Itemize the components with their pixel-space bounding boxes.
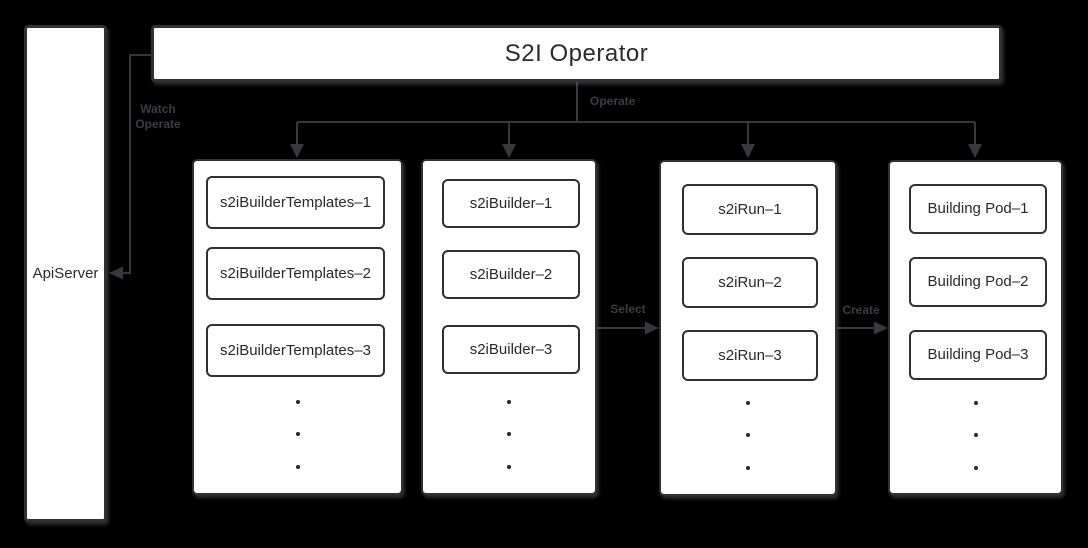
s2i-run-group: s2iRun–1 s2iRun–2 s2iRun–3 bbox=[659, 160, 837, 496]
building-pod-group: Building Pod–1 Building Pod–2 Building P… bbox=[888, 160, 1063, 495]
arrowhead-right bbox=[874, 321, 888, 335]
s2i-run-node: s2iRun–3 bbox=[682, 330, 818, 381]
ellipsis-dot bbox=[507, 465, 511, 469]
node-label: Building Pod–2 bbox=[927, 273, 1029, 291]
s2i-builder-templates-group: s2iBuilderTemplates–1 s2iBuilderTemplate… bbox=[192, 159, 403, 495]
watch-operate-label: Watch Operate bbox=[135, 102, 180, 132]
arrowhead-down bbox=[968, 144, 982, 158]
ellipsis-dot bbox=[507, 432, 511, 436]
node-label: s2iBuilder–1 bbox=[469, 194, 553, 212]
ellipsis-dot bbox=[746, 433, 750, 437]
ellipsis-dot bbox=[295, 432, 300, 436]
ellipsis-dot bbox=[295, 400, 300, 404]
s2i-builder-node: s2iBuilder–2 bbox=[442, 250, 580, 299]
s2i-builder-templates-node: s2iBuilderTemplates–3 bbox=[206, 324, 385, 377]
select-label: Select bbox=[610, 302, 646, 316]
operate-distribution-connector bbox=[290, 82, 982, 158]
node-label: s2iBuilder–2 bbox=[469, 265, 553, 283]
create-label: Create bbox=[842, 303, 880, 317]
operate-label: Operate bbox=[590, 94, 636, 108]
arrowhead-down bbox=[502, 144, 516, 158]
watch-operate-connector bbox=[109, 54, 151, 280]
ellipsis-dot bbox=[973, 401, 978, 405]
node-label: Building Pod–3 bbox=[927, 346, 1029, 364]
s2i-run-node: s2iRun–1 bbox=[682, 184, 818, 235]
node-label: s2iBuilder–3 bbox=[469, 340, 553, 358]
node-label: s2iBuilderTemplates–3 bbox=[220, 341, 371, 359]
s2i-builder-node: s2iBuilder–3 bbox=[442, 325, 580, 374]
apiserver-label: ApiServer bbox=[32, 265, 99, 282]
node-label: s2iRun–2 bbox=[718, 273, 782, 291]
s2i-builder-templates-node: s2iBuilderTemplates–1 bbox=[206, 176, 385, 229]
arrowhead-down bbox=[741, 144, 755, 158]
s2i-operator-title: S2I Operator bbox=[504, 39, 649, 67]
arrowhead-down bbox=[290, 144, 304, 158]
s2i-builder-node: s2iBuilder–1 bbox=[442, 179, 580, 228]
apiserver-node: ApiServer bbox=[24, 25, 107, 522]
node-label: s2iRun–1 bbox=[718, 200, 782, 218]
s2i-builder-group: s2iBuilder–1 s2iBuilder–2 s2iBuilder–3 bbox=[421, 159, 597, 495]
ellipsis-dot bbox=[973, 433, 978, 437]
ellipsis-dot bbox=[746, 466, 750, 470]
node-label: Building Pod–1 bbox=[927, 200, 1029, 218]
ellipsis-dot bbox=[507, 400, 511, 404]
arrowhead-left bbox=[109, 266, 123, 280]
select-connector bbox=[597, 321, 659, 335]
watch-label: Watch bbox=[140, 102, 176, 116]
node-label: s2iBuilderTemplates–2 bbox=[220, 264, 371, 282]
ellipsis-dot bbox=[746, 401, 750, 405]
ellipsis-dot bbox=[973, 466, 978, 470]
ellipsis-dot bbox=[295, 465, 300, 469]
arrowhead-right bbox=[645, 321, 659, 335]
building-pod-node: Building Pod–1 bbox=[909, 184, 1047, 234]
s2i-builder-templates-node: s2iBuilderTemplates–2 bbox=[206, 247, 385, 300]
node-label: s2iBuilderTemplates–1 bbox=[220, 193, 371, 211]
operate-label: Operate bbox=[135, 117, 181, 131]
s2i-run-node: s2iRun–2 bbox=[682, 257, 818, 308]
building-pod-node: Building Pod–2 bbox=[909, 257, 1047, 307]
building-pod-node: Building Pod–3 bbox=[909, 330, 1047, 380]
create-connector bbox=[837, 321, 888, 335]
s2i-operator-node: S2I Operator bbox=[151, 25, 1002, 82]
node-label: s2iRun–3 bbox=[718, 346, 782, 364]
